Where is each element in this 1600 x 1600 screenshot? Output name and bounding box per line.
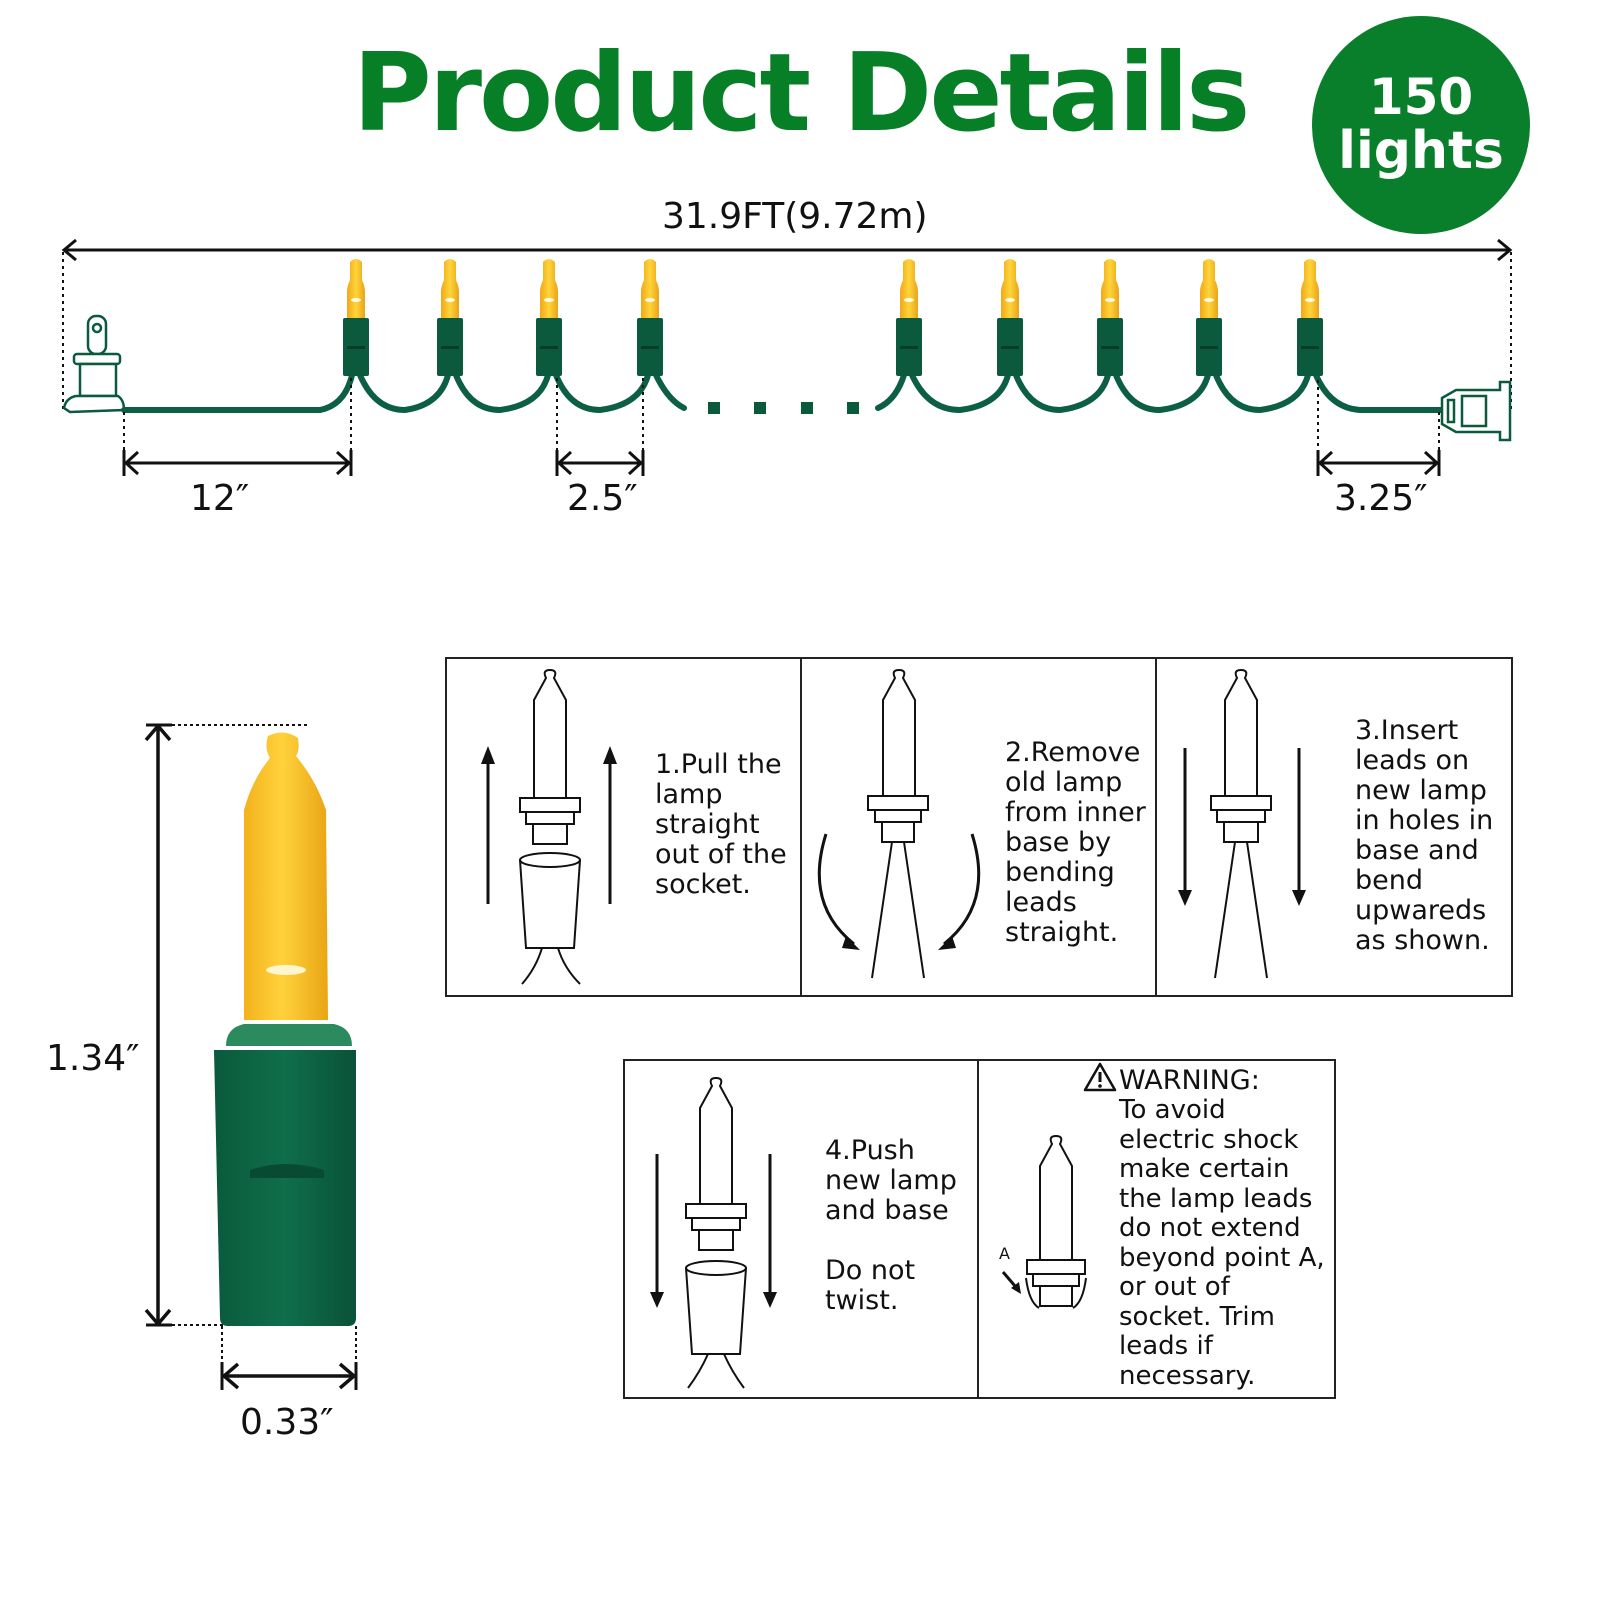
step-2-text: 2.Remove old lamp from inner base by ben…: [1005, 737, 1146, 948]
warning-lamp-diagram: [1001, 1062, 1117, 1309]
bulb-spacing-dimension: [555, 378, 645, 476]
height-dimension: [144, 723, 310, 1327]
female-end-connector-icon: [1440, 380, 1512, 442]
push-lamp-in-icon: [650, 1076, 777, 1389]
light-string-diagram: [61, 238, 1513, 476]
badge-count: 150: [1368, 68, 1474, 127]
warning-heading: WARNING:: [1119, 1065, 1260, 1096]
point-a-arrow: [1001, 1271, 1021, 1294]
total-length-label: 31.9FT(9.72m): [662, 196, 928, 237]
page-title: Product Details: [352, 31, 1251, 156]
point-a-label: A: [999, 1244, 1010, 1263]
warning-triangle-icon: [1083, 1062, 1117, 1092]
bulb-width-label: 0.33″: [240, 1402, 334, 1443]
bulb-detail-illustration: [144, 723, 358, 1390]
light-count-badge: 150 lights: [1312, 16, 1530, 234]
panel-divider: [1155, 657, 1157, 995]
ellipsis-dots: [708, 402, 859, 414]
end-length-label: 3.25″: [1334, 478, 1428, 519]
step-4-text: 4.Push new lamp and base Do not twist.: [825, 1135, 957, 1316]
width-dimension: [220, 1326, 358, 1390]
male-plug-icon: [62, 314, 126, 414]
step-3-text: 3.Insert leads on new lamp in holes in b…: [1355, 715, 1494, 956]
wire-right: [875, 372, 1445, 414]
panel-divider: [977, 1059, 979, 1397]
end-length-dimension: [1316, 380, 1441, 476]
bulb-spacing-label: 2.5″: [567, 478, 638, 519]
instruction-step-1: 1.Pull the lamp straight out of the sock…: [446, 658, 800, 992]
instructions-row-2: [623, 1059, 1336, 1399]
lead-length-label: 12″: [190, 478, 250, 519]
lead-length-dimension: [122, 378, 353, 476]
badge-unit: lights: [1338, 120, 1504, 181]
straighten-leads-icon: [817, 668, 981, 979]
warning-panel: A WARNING: To avoid electric shock make …: [979, 1060, 1332, 1394]
pull-lamp-out-icon: [481, 668, 617, 985]
panel-divider: [800, 657, 802, 995]
bulbs-left: [343, 259, 663, 376]
warning-text: To avoid electric shock make certain the…: [1119, 1095, 1325, 1391]
instruction-step-2: 2.Remove old lamp from inner base by ben…: [802, 658, 1155, 992]
instruction-step-3: 3.Insert leads on new lamp in holes in b…: [1157, 658, 1509, 992]
instruction-step-4: 4.Push new lamp and base Do not twist.: [624, 1060, 977, 1394]
instructions-row-1: [445, 657, 1513, 997]
total-length-arrow: [61, 238, 1513, 410]
insert-leads-icon: [1178, 668, 1306, 979]
step-1-text: 1.Pull the lamp straight out of the sock…: [655, 749, 787, 900]
bulb-height-label: 1.34″: [46, 1038, 140, 1079]
bulbs-right: [896, 259, 1323, 376]
wire-left: [121, 372, 687, 414]
